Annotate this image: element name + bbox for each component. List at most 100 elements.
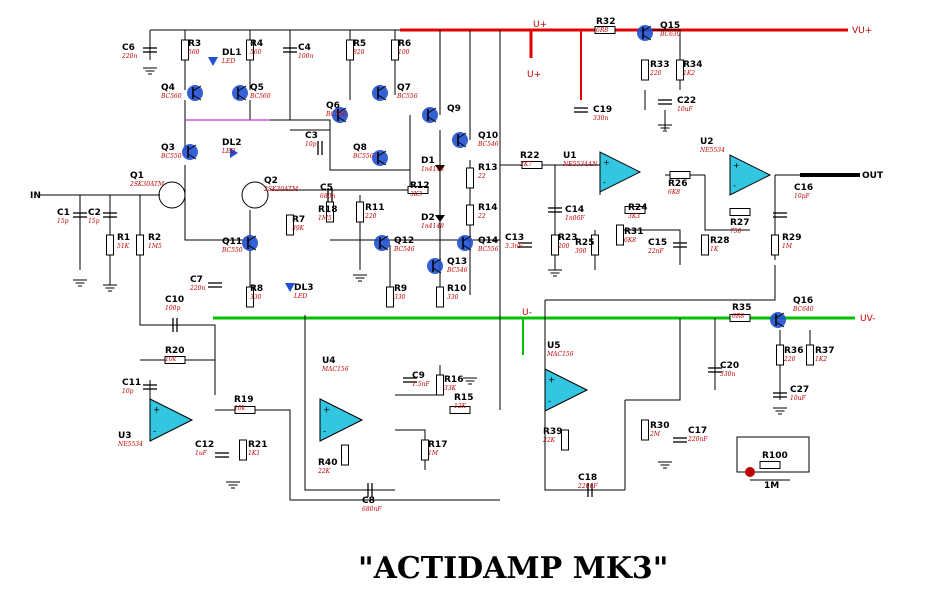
- component-ref-c4: C4: [298, 43, 311, 53]
- component-ref-q15: Q15: [660, 21, 680, 31]
- component-ref-dl3: DL3: [294, 283, 313, 293]
- component-value-r1: 51K: [117, 243, 130, 250]
- component-ref-r18: R18: [318, 205, 337, 215]
- component-value-dl2: LED: [221, 148, 235, 155]
- component-ref-r15: R15: [454, 393, 473, 403]
- component-ref-r23: R23: [558, 233, 577, 243]
- component-value-r9: 330: [394, 294, 406, 301]
- component-ref-q2: Q2: [264, 176, 278, 186]
- component-ref-c22: C22: [677, 96, 696, 106]
- component-value-u3: NE5534: [117, 441, 143, 448]
- component-value-r35: 6R8: [732, 313, 744, 320]
- component-ref-q14: Q14: [478, 236, 498, 246]
- uv-minus-label: UV-: [860, 314, 875, 324]
- component-ref-c11: C11: [122, 378, 141, 388]
- component-value-c7: 220n: [189, 285, 205, 292]
- component-value-c3: 10p: [305, 141, 317, 148]
- component-ref-r26: R26: [668, 179, 687, 189]
- opamp-u5: [544, 368, 588, 412]
- opamp-u2: [729, 154, 771, 196]
- component-ref-r19: R19: [234, 395, 253, 405]
- component-value-r24: 3K3: [628, 213, 640, 220]
- component-value-q14: BC556: [477, 246, 499, 253]
- component-ref-r9: R9: [394, 284, 407, 294]
- component-value-d2: 1n4148: [421, 223, 444, 230]
- component-ref-c18: C18: [578, 473, 597, 483]
- component-ref-c9: C9: [412, 371, 425, 381]
- component-ref-u1: U1: [563, 151, 577, 161]
- component-value-c15: 22nF: [647, 248, 664, 255]
- component-value-q11: BC550: [221, 247, 243, 254]
- leds: [208, 57, 445, 292]
- component-ref-c10: C10: [165, 295, 184, 305]
- component-value-r36: 220: [783, 356, 796, 363]
- component-ref-r24: R24: [628, 203, 647, 213]
- component-ref-d1: D1: [421, 156, 435, 166]
- component-value-c12: 1uF: [195, 450, 208, 457]
- component-value-q16: BC640: [792, 306, 814, 313]
- vu-minus-rail: [213, 316, 855, 355]
- component-value-q5: BC560: [249, 93, 271, 100]
- component-ref-r8: R8: [250, 284, 263, 294]
- component-value-u2: NE5534: [699, 147, 725, 154]
- component-value-r100: 1M: [764, 481, 779, 491]
- component-ref-u2: U2: [700, 137, 714, 147]
- component-value-q13: BC546: [446, 267, 468, 274]
- component-value-c5: 680n: [320, 193, 335, 200]
- component-value-r10: 330: [447, 294, 459, 301]
- component-value-c27: 10uF: [790, 395, 806, 402]
- component-value-c1: 15p: [57, 218, 69, 225]
- component-ref-c8: C8: [362, 496, 375, 506]
- in-label: IN: [30, 191, 41, 201]
- component-value-q1: 2SK30ATM: [129, 181, 165, 188]
- component-value-q6: BC556: [325, 111, 347, 118]
- component-value-q3: BC550: [160, 153, 182, 160]
- component-value-d1: 1n4148: [421, 166, 444, 173]
- component-ref-r35: R35: [732, 303, 751, 313]
- component-value-r12: 3K3: [410, 191, 422, 198]
- component-ref-q6: Q6: [326, 101, 340, 111]
- component-value-r22: 2K7: [519, 161, 532, 168]
- component-value-q15: BC639: [659, 31, 681, 38]
- component-value-c6: 220n: [121, 53, 137, 60]
- component-value-c20: 330n: [720, 371, 735, 378]
- component-ref-q10: Q10: [478, 131, 498, 141]
- component-ref-r20: R20: [165, 346, 184, 356]
- component-ref-c2: C2: [88, 208, 101, 218]
- component-ref-r22: R22: [520, 151, 539, 161]
- component-ref-r25: R25: [575, 238, 594, 248]
- component-ref-c14: C14: [565, 205, 584, 215]
- component-ref-c7: C7: [190, 275, 203, 285]
- component-value-r40: 22K: [317, 468, 331, 475]
- component-ref-c19: C19: [593, 105, 612, 115]
- component-ref-r13: R13: [478, 163, 497, 173]
- component-value-c10: 100p: [165, 305, 180, 312]
- component-ref-q7: Q7: [397, 83, 411, 93]
- component-ref-c13: C13: [505, 233, 524, 243]
- component-value-r33: 220: [649, 70, 662, 77]
- opamp-u4: [319, 398, 363, 442]
- component-ref-c12: C12: [195, 440, 214, 450]
- component-value-c14: 1n06F: [565, 215, 585, 222]
- component-value-c19: 330n: [593, 115, 608, 122]
- component-ref-r36: R36: [784, 346, 803, 356]
- component-value-r15: 12K: [454, 403, 467, 410]
- component-ref-q5: Q5: [250, 83, 264, 93]
- component-ref-r10: R10: [447, 284, 466, 294]
- u-minus-label: U-: [522, 308, 532, 318]
- component-ref-r33: R33: [650, 60, 669, 70]
- component-ref-r100: R100: [762, 451, 788, 461]
- component-ref-r29: R29: [782, 233, 801, 243]
- component-value-c22: 10uF: [677, 106, 693, 113]
- component-ref-r27: R27: [730, 218, 749, 228]
- component-value-dl3: LED: [293, 293, 307, 300]
- component-value-r8: 330: [250, 294, 262, 301]
- component-ref-r12: R12: [410, 181, 429, 191]
- component-ref-r32: R32: [596, 17, 615, 27]
- component-ref-r34: R34: [683, 60, 702, 70]
- component-value-r16: 33K: [444, 385, 457, 392]
- component-ref-q13: Q13: [447, 257, 467, 267]
- component-ref-c20: C20: [720, 361, 739, 371]
